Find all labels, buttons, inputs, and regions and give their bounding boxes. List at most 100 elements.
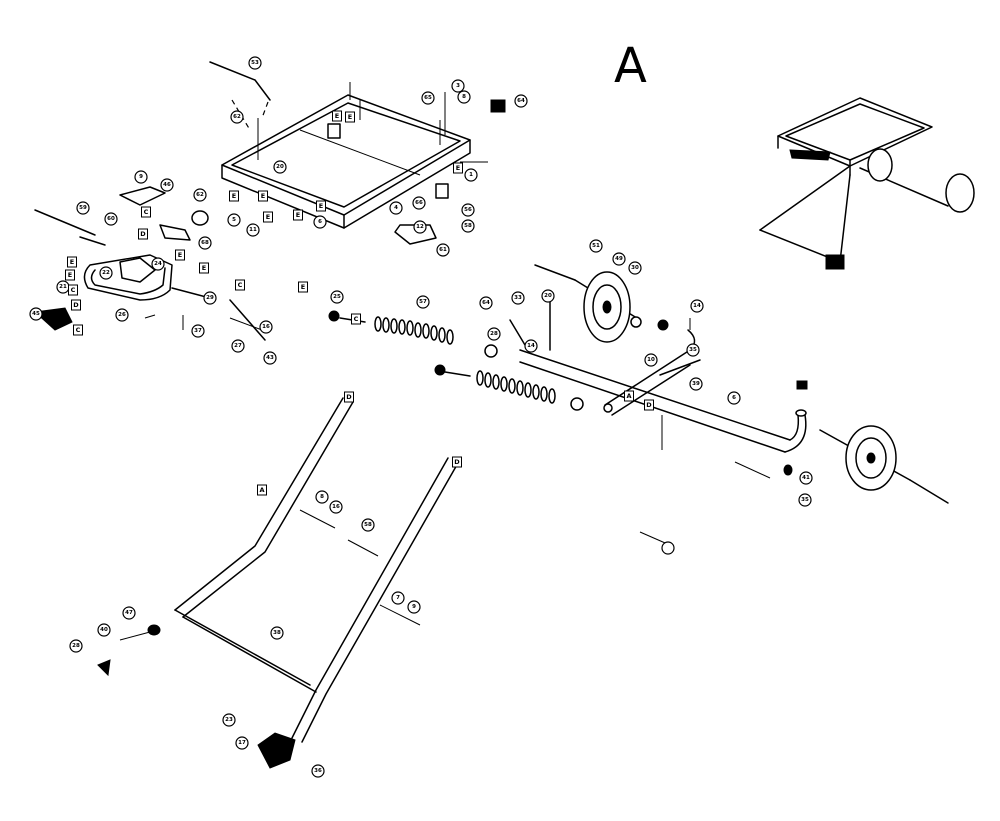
tag-11: D [138, 228, 148, 240]
part-tags: E E E E E E E E E C E D C D E E C C E C … [65, 110, 654, 496]
callout-17: 56 [461, 203, 475, 217]
callout-55: 16 [329, 500, 343, 514]
svg-text:20: 20 [544, 293, 552, 299]
svg-text:64: 64 [517, 98, 525, 104]
svg-text:17: 17 [238, 740, 246, 746]
callout-10: 62 [193, 188, 207, 202]
assembled-view-inset [759, 97, 975, 270]
svg-text:14: 14 [693, 303, 701, 309]
callout-5: 64 [514, 94, 528, 108]
svg-text:E: E [266, 213, 270, 221]
callout-19: 61 [436, 243, 450, 257]
callout-20: 68 [198, 236, 212, 250]
sheet-letter: A [614, 38, 647, 94]
svg-text:14: 14 [527, 343, 535, 349]
svg-text:25: 25 [333, 294, 341, 300]
svg-text:C: C [76, 326, 81, 334]
svg-text:D: D [346, 393, 352, 401]
tag-14: E [175, 249, 185, 261]
spring-axle-assembly [328, 264, 949, 504]
svg-text:22: 22 [102, 270, 110, 276]
svg-text:16: 16 [262, 324, 270, 330]
svg-text:E: E [348, 113, 352, 121]
tag-20: A [624, 390, 634, 402]
svg-text:16: 16 [332, 504, 340, 510]
svg-text:23: 23 [225, 717, 233, 723]
tag-19: C [351, 313, 361, 325]
svg-text:C: C [238, 281, 243, 289]
tag-22: D [344, 391, 354, 403]
svg-text:E: E [178, 251, 182, 259]
svg-text:47: 47 [125, 610, 133, 616]
callout-30: 16 [259, 320, 273, 334]
tag-6: E [345, 111, 355, 123]
callout-14: 12 [413, 220, 427, 234]
svg-text:24: 24 [154, 261, 162, 267]
svg-text:D: D [73, 301, 79, 309]
callout-42: 33 [511, 291, 525, 305]
svg-text:9: 9 [412, 604, 416, 610]
callout-16: 66 [412, 196, 426, 210]
tag-8: E [67, 256, 77, 268]
callout-11: 5 [227, 213, 241, 227]
svg-text:40: 40 [100, 627, 108, 633]
svg-text:D: D [646, 401, 652, 409]
svg-text:68: 68 [201, 240, 209, 246]
svg-text:E: E [232, 192, 236, 200]
callout-33: 25 [330, 290, 344, 304]
svg-text:41: 41 [802, 475, 810, 481]
svg-text:8: 8 [320, 494, 324, 500]
svg-text:6: 6 [732, 395, 736, 401]
svg-text:E: E [202, 264, 206, 272]
svg-text:57: 57 [419, 299, 427, 305]
callout-60: 17 [235, 736, 249, 750]
callout-0: 53 [248, 56, 262, 70]
callout-59: 23 [222, 713, 236, 727]
callout-40: 10 [644, 353, 658, 367]
svg-text:6: 6 [318, 219, 322, 225]
callout-36: 51 [589, 239, 603, 253]
svg-text:33: 33 [514, 295, 522, 301]
callout-29: 27 [231, 339, 245, 353]
svg-text:E: E [296, 211, 300, 219]
callout-57: 7 [391, 591, 405, 605]
svg-text:4: 4 [394, 205, 398, 211]
callout-62 [661, 541, 675, 555]
callout-41: 28 [487, 327, 501, 341]
callout-50: 47 [122, 606, 136, 620]
svg-text:11: 11 [249, 227, 257, 233]
svg-text:66: 66 [415, 200, 423, 206]
callout-4: 8 [457, 90, 471, 104]
svg-text:C: C [144, 208, 149, 216]
tag-5: E [332, 110, 342, 122]
callout-38: 30 [628, 261, 642, 275]
svg-text:36: 36 [314, 768, 322, 774]
callout-23: 26 [115, 308, 129, 322]
svg-text:28: 28 [490, 331, 498, 337]
callout-7: 20 [273, 160, 287, 174]
svg-text:E: E [335, 112, 339, 120]
svg-text:39: 39 [692, 381, 700, 387]
top-frame [221, 82, 506, 245]
callout-6: 1 [464, 168, 478, 182]
callout-32: 45 [29, 307, 43, 321]
svg-text:12: 12 [416, 224, 424, 230]
svg-text:C: C [71, 286, 76, 294]
svg-text:56: 56 [464, 207, 472, 213]
svg-text:D: D [454, 458, 460, 466]
svg-text:59: 59 [79, 205, 87, 211]
tag-2: E [263, 211, 273, 223]
tag-24: D [452, 456, 462, 468]
tag-9: C [141, 206, 151, 218]
callout-39: 14 [690, 299, 704, 313]
tag-17: C [235, 279, 245, 291]
locking-rod [209, 61, 271, 131]
callout-35: 57 [416, 295, 430, 309]
callout-26: 24 [151, 257, 165, 271]
callout-44: 20 [541, 289, 555, 303]
svg-text:58: 58 [364, 522, 372, 528]
svg-text:21: 21 [59, 284, 67, 290]
svg-text:65: 65 [424, 95, 432, 101]
tag-1: E [258, 190, 268, 202]
